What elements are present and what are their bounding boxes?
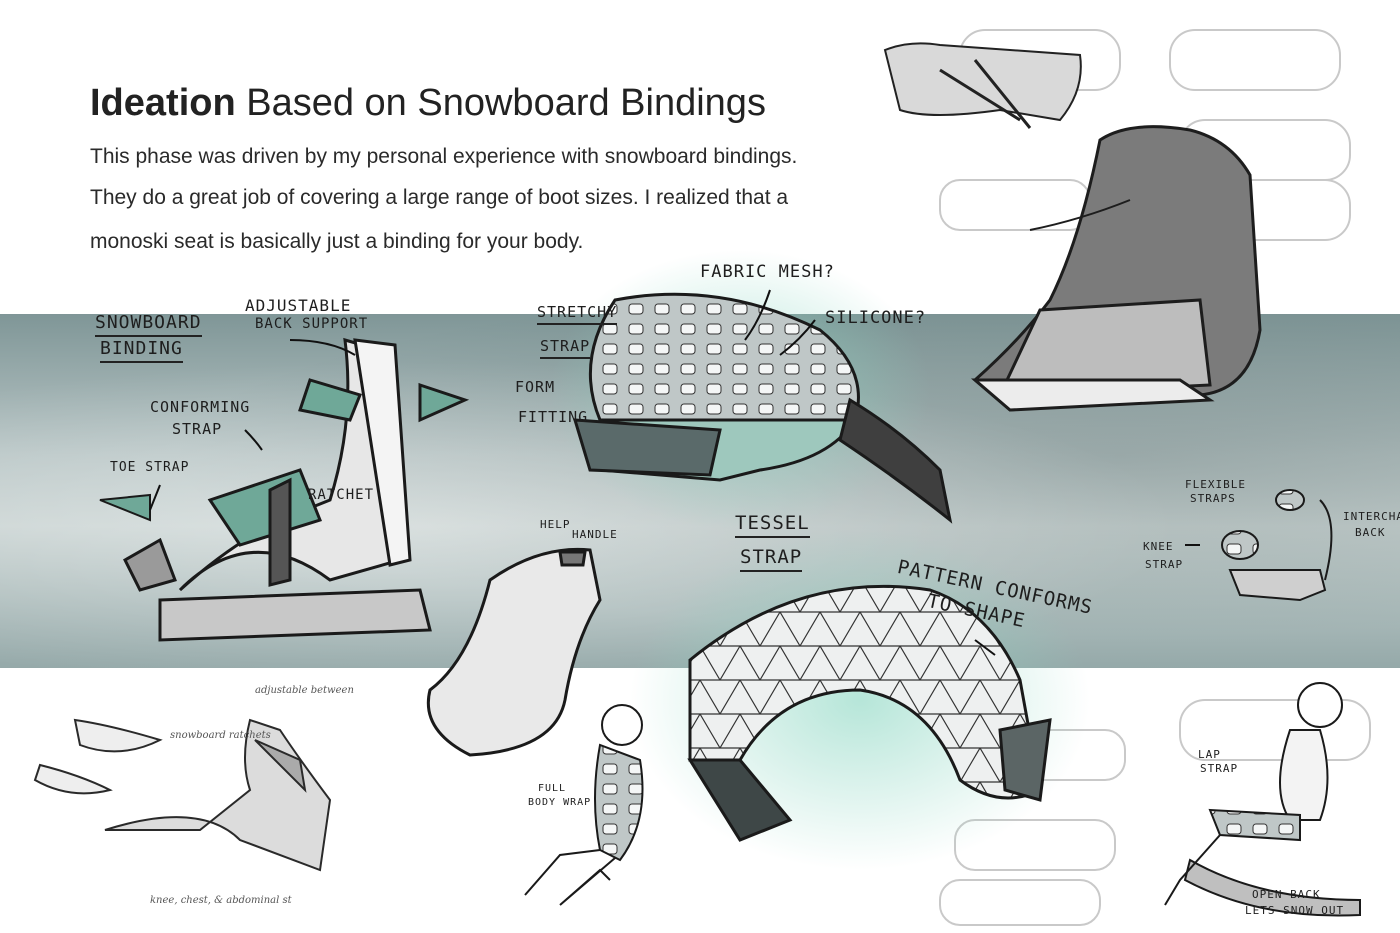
label-conforming: Conforming [150,398,251,416]
label-handle: Handle [572,528,618,541]
label-lap: Lap [1198,748,1221,761]
label-tessel: Tessel [735,512,810,538]
label-tessel-strap: Strap [740,546,803,572]
label-flexible: Flexible [1185,478,1246,491]
label-back: Back [1355,526,1386,539]
title-bold: Ideation [90,82,236,124]
label-help: Help [540,518,571,531]
intro-line-1: This phase was driven by my personal exp… [90,145,798,168]
body-wrap-figure [524,704,644,906]
label-snowboard: Snowboard [95,312,202,337]
page-title: Ideation Based on Snowboard Bindings [90,82,766,125]
label-open-back: Open back [1252,888,1321,901]
help-handle-seat-sketch [426,547,602,757]
label-fabric-mesh: Fabric mesh? [700,262,835,282]
label-knee: Knee [1143,540,1174,553]
note-adjustable-between: adjustable between [255,685,354,696]
label-silicone: Silicone? [825,308,927,328]
intro-line-2: They do a great job of covering a large … [90,186,789,209]
label-full: Full [538,783,567,794]
label-binding: Binding [100,338,183,363]
label-stretchy: Stretchy [537,303,618,325]
label-interchangeable: Intercha [1343,510,1400,523]
label-strap: Strap [172,420,223,438]
note-snowboard-ratchets: snowboard ratchets [170,730,271,741]
tessel-strap-sketch [687,584,1052,842]
pencil-seat-sketch [33,718,332,872]
label-form: Form [515,378,556,396]
lap-strap-figure [1164,682,1361,917]
seat-sketch-large [970,125,1262,412]
intro-line-3: monoski seat is basically just a binding… [90,230,584,253]
label-fitting: Fitting [518,408,589,426]
label-body-wrap: Body wrap [528,797,592,808]
label-lap-strap: Strap [1200,762,1239,775]
label-knee-strap: Strap [1145,558,1184,571]
label-adjustable: Adjustable [245,296,352,315]
label-stretchy-strap: Strap [540,337,591,359]
label-straps: Straps [1190,492,1236,505]
stretchy-strap-sketch [572,292,953,524]
flexible-straps-sketch [1221,489,1333,602]
label-lets-snow-out: Lets snow out [1245,904,1345,917]
strap-sketch-top [883,42,1082,129]
note-knee-chest-abdominal: knee, chest, & abdominal st [150,895,292,906]
title-rest: Based on Snowboard Bindings [235,82,766,124]
label-toe-strap: Toe strap [110,460,190,475]
annotation-arrows [149,289,1200,656]
binding-sketch [99,337,470,642]
label-ratchet: Ratchet [308,487,375,503]
label-back-support: Back support [255,316,369,332]
